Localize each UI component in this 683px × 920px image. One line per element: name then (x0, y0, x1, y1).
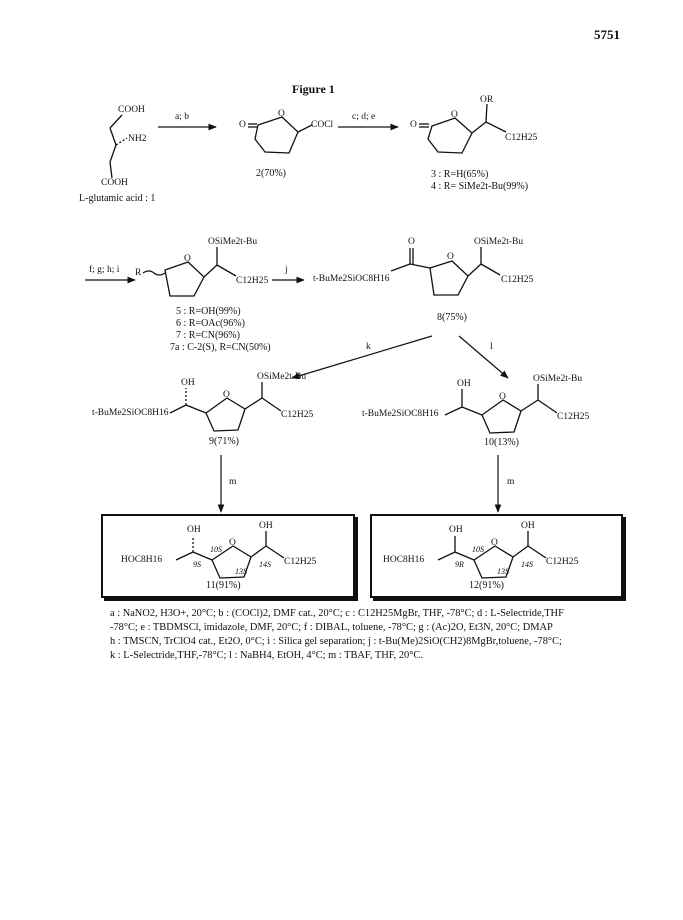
atom-c12h25-12: C12H25 (546, 557, 579, 567)
atom-cooh-bottom: COOH (101, 178, 128, 188)
stereo-14s-11: 14S (259, 560, 271, 569)
reagent-label-j: j (285, 265, 288, 275)
atom-tbu-chain-9: t-BuMe2SiOC8H16 (92, 408, 169, 418)
reagent-label-l: l (490, 342, 493, 352)
atom-o-ring-11: O (229, 538, 236, 548)
atom-c12h25-5: C12H25 (236, 276, 269, 286)
lactone-ring-3 (419, 103, 507, 154)
atom-cocl: COCl (311, 120, 334, 130)
compound-label-8: 8(75%) (437, 312, 467, 323)
atom-o-carbonyl-2: O (239, 120, 246, 130)
diol-12-skeleton (437, 531, 547, 579)
stereo-9r: 9R (455, 560, 464, 569)
atom-osime2tbu-8: OSiMe2t-Bu (474, 237, 524, 247)
compound-label-1: L-glutamic acid : 1 (79, 193, 156, 204)
atom-hoc8h16-11: HOC8H16 (121, 555, 163, 565)
atom-or: OR (480, 95, 494, 105)
compound-label-12: 12(91%) (469, 580, 504, 591)
stereo-13s-12: 13S (497, 567, 509, 576)
atom-oh-10: OH (457, 379, 471, 389)
compound-label-11: 11(91%) (206, 580, 241, 591)
reagent-label-fghi: f; g; h; i (89, 265, 120, 275)
alcohol-9-skeleton (169, 382, 282, 432)
atom-oh-11a: OH (187, 525, 201, 535)
stereo-9s: 9S (193, 560, 201, 569)
atom-o-ring-5: O (184, 254, 191, 264)
compound-label-5: 5 : R=OH(99%) (176, 306, 241, 317)
caption-line: -78°C; e : TBDMSCl, imidazole, DMF, 20°C… (110, 622, 553, 633)
caption-line: a : NaNO2, H3O+, 20°C; b : (COCl)2, DMF … (110, 608, 564, 619)
compound-label-6: 6 : R=OAc(96%) (176, 318, 245, 329)
stereo-14s-12: 14S (521, 560, 533, 569)
stereo-13s-11: 13S (235, 567, 247, 576)
atom-oh-9: OH (181, 378, 195, 388)
atom-o-ring-10: O (499, 392, 506, 402)
compound-label-7a: 7a : C-2(S), R=CN(50%) (170, 342, 271, 353)
compound-label-10: 10(13%) (484, 437, 519, 448)
compound-label-4: 4 : R= SiMe2t-Bu(99%) (431, 181, 529, 192)
atom-cooh-top: COOH (118, 105, 145, 115)
atom-o-carbonyl-3: O (410, 120, 417, 130)
reagent-label-cde: c; d; e (352, 112, 376, 122)
stereo-10s-11: 10S (210, 545, 222, 554)
atom-osime2tbu-5: OSiMe2t-Bu (208, 237, 258, 247)
atom-c12h25-11: C12H25 (284, 557, 317, 567)
figure-title: Figure 1 (292, 82, 335, 96)
atom-o-ring-8: O (447, 252, 454, 262)
atom-c12h25-10: C12H25 (557, 412, 590, 422)
product-box-12 (370, 514, 623, 598)
caption-line: h : TMSCN, TrClO4 cat., Et2O, 0°C; i : S… (110, 636, 562, 647)
atom-o-ring-3: O (451, 110, 458, 120)
atom-oh-12b: OH (521, 521, 535, 531)
compound-label-9: 9(71%) (209, 436, 239, 447)
reagent-label-k: k (366, 342, 371, 352)
reaction-arrows (85, 123, 509, 513)
reagent-label-m2: m (507, 477, 515, 487)
page-number: 5751 (594, 27, 620, 42)
compound-label-2: 2(70%) (256, 168, 286, 179)
atom-o-ketone-8: O (408, 237, 415, 247)
stereo-10s-12: 10S (472, 545, 484, 554)
figure-caption: a : NaNO2, H3O+, 20°C; b : (COCl)2, DMF … (110, 607, 610, 663)
atom-o-ring-12: O (491, 538, 498, 548)
compound-label-3: 3 : R=H(65%) (431, 169, 489, 180)
atom-oh-11b: OH (259, 521, 273, 531)
atom-osime2tbu-10: OSiMe2t-Bu (533, 374, 583, 384)
atom-c12h25-9: C12H25 (281, 410, 314, 420)
lactone-ring-2 (248, 116, 313, 154)
reagent-label-m1: m (229, 477, 237, 487)
atom-osime2tbu-9: OSiMe2t-Bu (257, 372, 307, 382)
atom-tbu-chain-10: t-BuMe2SiOC8H16 (362, 409, 439, 419)
atom-o-ring-9: O (223, 390, 230, 400)
atom-c12h25-3: C12H25 (505, 133, 538, 143)
atom-c12h25-8: C12H25 (501, 275, 534, 285)
atom-o-ring-2: O (278, 109, 285, 119)
product-box-11 (101, 514, 355, 598)
atom-r: R (135, 268, 142, 278)
ketone-8-skeleton (390, 247, 501, 296)
atom-hoc8h16-12: HOC8H16 (383, 555, 425, 565)
atom-tbu-chain-8: t-BuMe2SiOC8H16 (313, 274, 390, 284)
reagent-label-ab: a; b (175, 112, 189, 122)
thf-ring-5-7 (142, 247, 237, 297)
compound-label-7: 7 : R=CN(96%) (176, 330, 240, 341)
atom-oh-12a: OH (449, 525, 463, 535)
atom-nh2: NH2 (128, 134, 147, 144)
arrow-l (458, 335, 509, 379)
arrow-k (291, 335, 433, 380)
alcohol-10-skeleton (444, 384, 558, 434)
glutamic-acid-skeleton (109, 114, 128, 179)
diol-11-skeleton (175, 531, 285, 579)
caption-line: k : L-Selectride,THF,-78°C; l : NaBH4, E… (110, 650, 423, 661)
